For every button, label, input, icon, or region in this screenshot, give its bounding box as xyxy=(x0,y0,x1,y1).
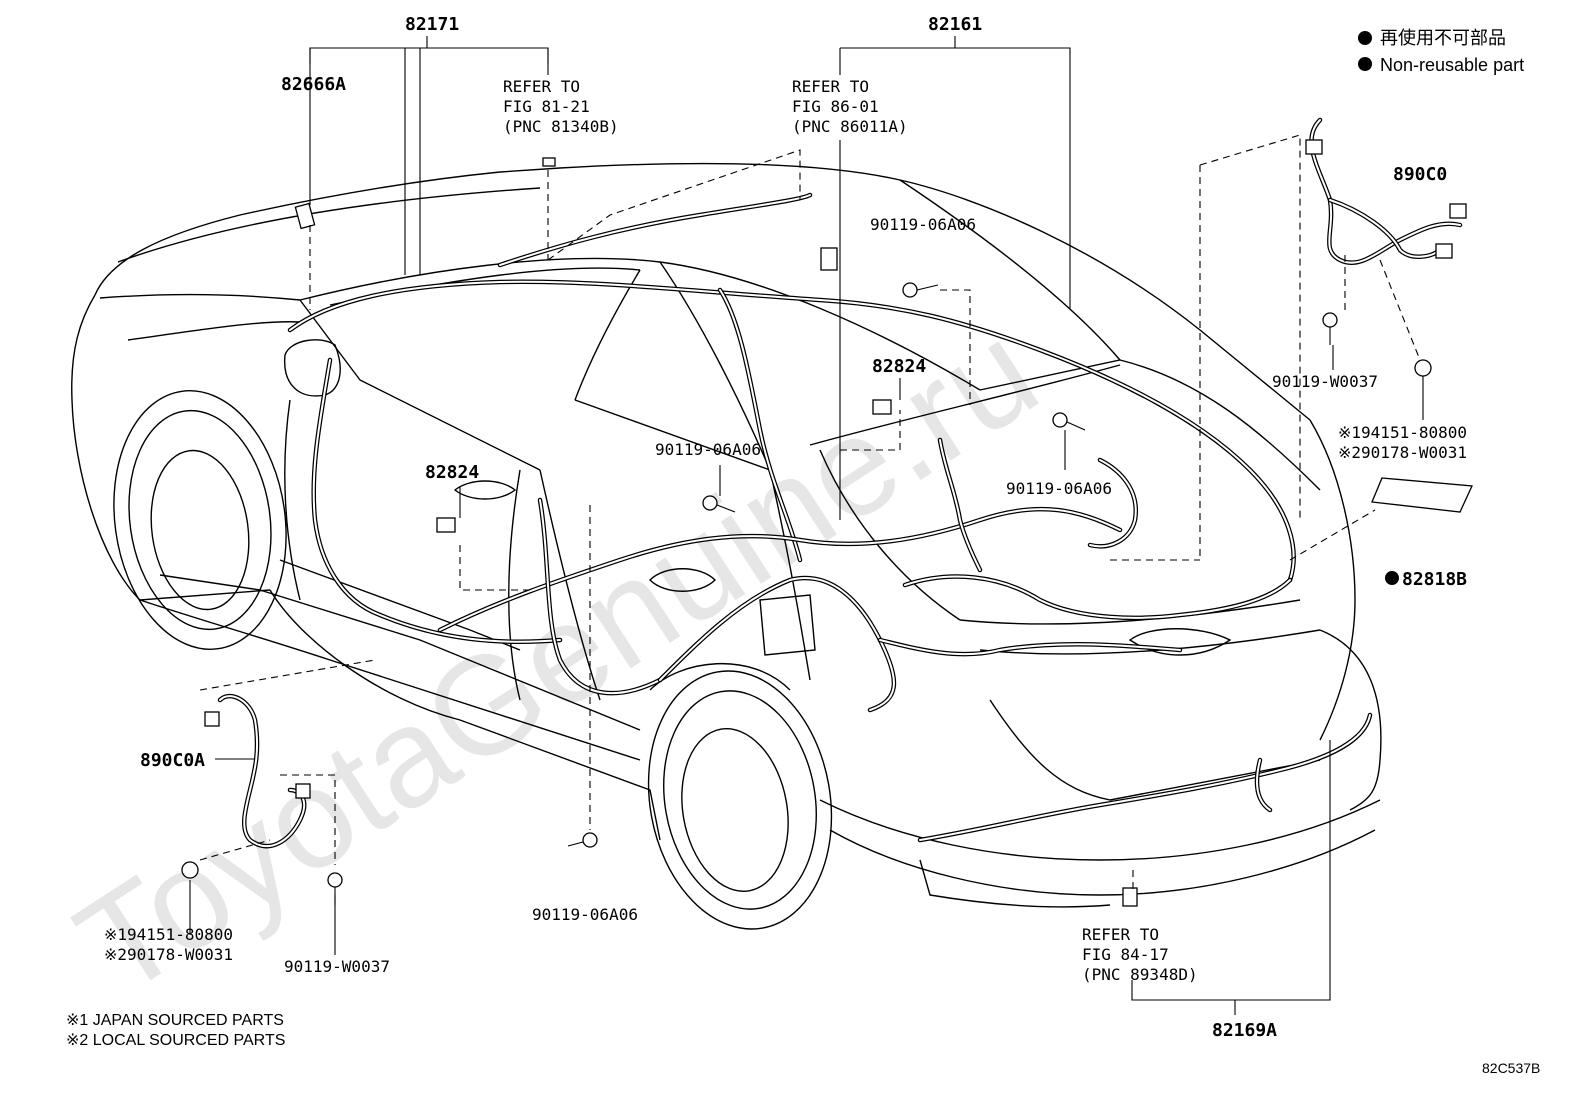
legend-dot-icon-2 xyxy=(1358,57,1372,71)
label-82666A: 82666A xyxy=(281,74,346,95)
ref3-line3: (PNC 89348D) xyxy=(1082,965,1198,984)
ref1-line1: REFER TO xyxy=(503,77,580,96)
harness-890C0 xyxy=(1305,117,1467,265)
ref1-line2: FIG 81-21 xyxy=(503,97,590,116)
legend: 再使用不可部品 Non-reusable part xyxy=(1358,28,1524,75)
ref2-line3: (PNC 86011A) xyxy=(792,117,908,136)
ref3-line1: REFER TO xyxy=(1082,925,1159,944)
legend-text-jp: 再使用不可部品 xyxy=(1380,28,1506,48)
label-bolt-90119-06A06-mid: 90119-06A06 xyxy=(655,440,761,459)
label-82824-upper: 82824 xyxy=(872,356,926,377)
alt-part-2-left: ※290178-W0031 xyxy=(104,945,233,964)
footnote-local: ※2 LOCAL SOURCED PARTS xyxy=(66,1032,285,1049)
harness-890C0A xyxy=(204,693,311,849)
alt-part-1-right: ※194151-80800 xyxy=(1338,423,1467,442)
ref2-line2: FIG 86-01 xyxy=(792,97,879,116)
label-bolt-90119-W0037-left: 90119-W0037 xyxy=(284,957,390,976)
ref3-line2: FIG 84-17 xyxy=(1082,945,1169,964)
wire-harness-roof xyxy=(287,192,1296,583)
label-82818B-group: 82818B xyxy=(1385,569,1467,590)
clip-82666A xyxy=(294,202,316,230)
label-bolt-90119-06A06-top: 90119-06A06 xyxy=(870,215,976,234)
label-82171: 82171 xyxy=(405,14,459,35)
legend-text-en: Non-reusable part xyxy=(1380,55,1524,75)
label-82824-lower: 82824 xyxy=(425,462,479,483)
ref-note-fig-81-21: REFER TO FIG 81-21 (PNC 81340B) xyxy=(503,77,619,136)
alt-part-1-left: ※194151-80800 xyxy=(104,925,233,944)
alt-part-2-right: ※290178-W0031 xyxy=(1338,443,1467,462)
figure-code: 82C537B xyxy=(1482,1060,1540,1076)
wire-harness-trunk xyxy=(877,437,1293,657)
non-reusable-dot-icon xyxy=(1385,571,1399,585)
label-890C0A: 890C0A xyxy=(140,750,205,771)
clip-82824-upper xyxy=(872,399,892,415)
label-bolt-90119-06A06-bottom: 90119-06A06 xyxy=(532,905,638,924)
label-bolt-90119-06A06-right: 90119-06A06 xyxy=(1006,479,1112,498)
ref1-line3: (PNC 81340B) xyxy=(503,117,619,136)
leader-lines xyxy=(189,36,1424,1015)
wire-harness-floor xyxy=(311,357,1123,713)
label-82161: 82161 xyxy=(928,14,982,35)
label-plate-82818B xyxy=(1371,477,1473,513)
clip-82824-lower xyxy=(436,517,456,533)
label-82818B: 82818B xyxy=(1402,569,1467,590)
label-bolt-90119-W0037-right: 90119-W0037 xyxy=(1272,372,1378,391)
car-body-outline xyxy=(71,162,1382,930)
footnote-japan: ※1 JAPAN SOURCED PARTS xyxy=(66,1012,284,1029)
ref2-line1: REFER TO xyxy=(792,77,869,96)
wire-harness-rear-bumper xyxy=(917,712,1373,843)
legend-dot-icon xyxy=(1358,31,1372,45)
ref-note-fig-84-17: REFER TO FIG 84-17 (PNC 89348D) xyxy=(1082,925,1198,984)
ref-note-fig-86-01: REFER TO FIG 86-01 (PNC 86011A) xyxy=(792,77,908,136)
bolt-parts xyxy=(181,157,1432,907)
label-82169A: 82169A xyxy=(1212,1020,1277,1041)
label-890C0: 890C0 xyxy=(1393,164,1447,185)
dashed-lines xyxy=(199,134,1421,890)
